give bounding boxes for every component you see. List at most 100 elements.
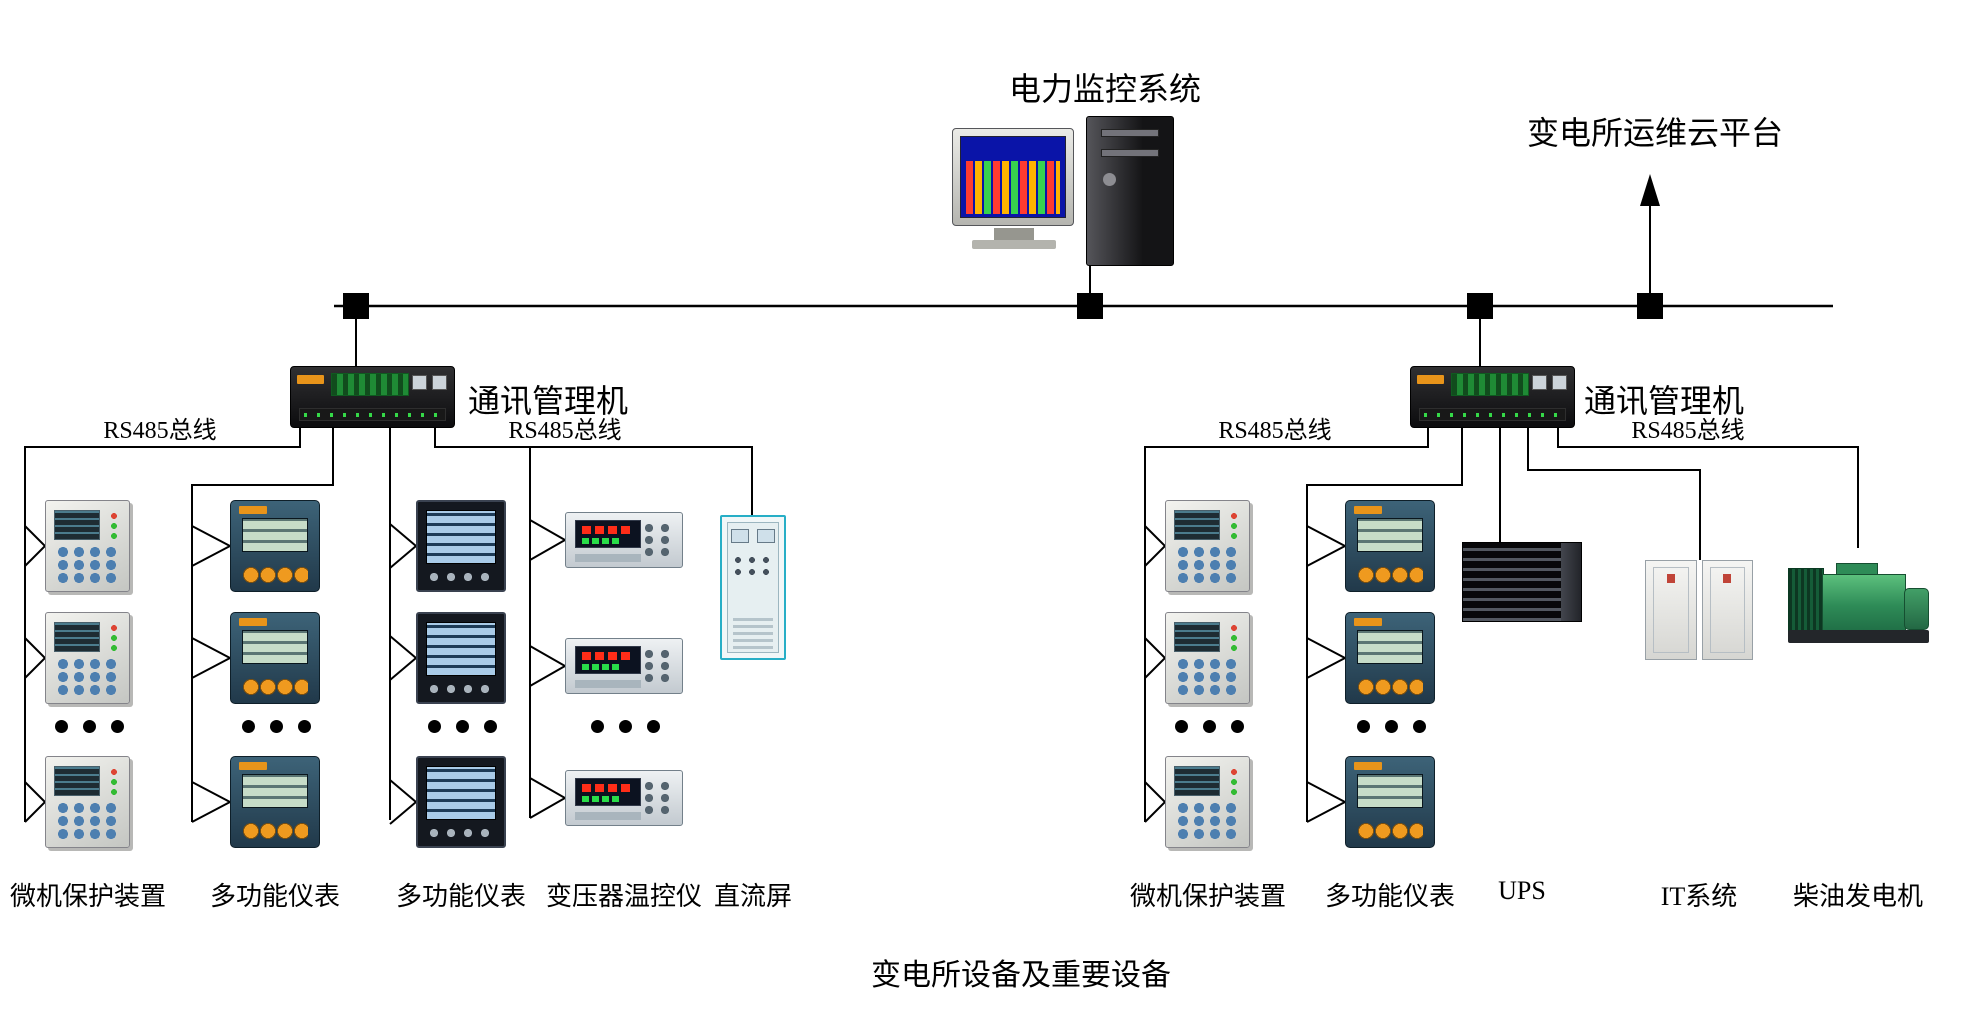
gateway-led-row [1419, 408, 1566, 421]
relay-screen [1174, 510, 1220, 540]
multifunction-meter [416, 500, 506, 592]
temp-red-digits [582, 526, 634, 534]
ellipsis-dots [242, 720, 311, 733]
ellipsis-dots [1357, 720, 1426, 733]
wire-right-generator [1557, 428, 1859, 548]
wire-left-relay-bus [24, 428, 301, 822]
comm-gateway-left [290, 366, 455, 428]
monitor-screen [960, 136, 1066, 218]
meter-brand-logo [1354, 618, 1382, 626]
gateway-pcb [1451, 373, 1529, 396]
transformer-temp-controller [565, 770, 683, 826]
device-label-it-system: IT系统 [1660, 882, 1738, 911]
meter-buttons [1357, 678, 1423, 696]
rs485-bus-label: RS485总线 [1218, 418, 1332, 444]
relay-leds [1226, 622, 1242, 654]
temp-green-digits [582, 796, 620, 802]
temp-green-digits [582, 538, 620, 544]
diesel-generator [1786, 548, 1931, 643]
relay-keypad [56, 545, 122, 583]
relay-screen [54, 622, 100, 652]
temp-label-strip [575, 680, 641, 688]
device-label-protection-relay-left: 微机保护装置 [9, 882, 166, 911]
protection-relay [45, 500, 130, 592]
temp-display [575, 778, 641, 806]
meter-lcd [1357, 630, 1423, 664]
meter-buttons [1357, 822, 1423, 840]
device-label-protection-relay-right: 微机保护装置 [1129, 882, 1286, 911]
bottom-caption: 变电所设备及重要设备 [871, 959, 1171, 992]
transformer-temp-controller [565, 512, 683, 568]
gateway-left-label: 通讯管理机 [468, 383, 629, 419]
ellipsis-dots [1175, 720, 1244, 733]
relay-leds [106, 766, 122, 798]
relay-keypad [56, 801, 122, 839]
relay-screen [54, 766, 100, 796]
wire-left-dcpanel [434, 428, 753, 515]
tower-drive-slot [1101, 129, 1159, 137]
meter-buttons [428, 827, 494, 840]
cabinet-badge [1666, 574, 1675, 583]
gateway-led-row [299, 408, 446, 421]
protection-relay [1165, 612, 1250, 704]
protection-relay [1165, 756, 1250, 848]
temp-green-digits [582, 664, 620, 670]
meter-lcd [242, 630, 308, 664]
monitor-base [972, 240, 1056, 249]
gateway-right-label: 通讯管理机 [1584, 383, 1745, 419]
bus-node-computer [1077, 293, 1103, 319]
multifunction-meter [1345, 612, 1435, 704]
temp-red-digits [582, 784, 634, 792]
wire-left-meterA-bus [191, 428, 334, 822]
meter-brand-logo [1354, 762, 1382, 770]
meter-buttons [1357, 566, 1423, 584]
device-label-diesel-generator: 柴油发电机 [1792, 882, 1923, 911]
gateway-pcb [331, 373, 409, 396]
temp-red-digits [582, 652, 634, 660]
multifunction-meter [230, 612, 320, 704]
multifunction-meter [230, 500, 320, 592]
panel-meter [757, 529, 775, 543]
temp-buttons [643, 780, 675, 816]
multifunction-meter [1345, 500, 1435, 592]
meter-lcd [426, 510, 496, 564]
relay-leds [106, 510, 122, 542]
cabinet-door [1709, 567, 1745, 653]
multifunction-meter [416, 756, 506, 848]
bus-node-right [1467, 293, 1493, 319]
ellipsis-dots [591, 720, 660, 733]
generator-alternator [1904, 588, 1929, 630]
wire-right-relay-bus [1144, 428, 1429, 822]
device-label-ups: UPS [1498, 876, 1546, 905]
cabinet-badge [1723, 574, 1732, 583]
meter-buttons [428, 571, 494, 584]
monitor-icon [952, 128, 1074, 226]
temp-label-strip [575, 812, 641, 820]
relay-screen [54, 510, 100, 540]
meter-lcd [242, 518, 308, 552]
temp-display [575, 646, 641, 674]
computer-tower-icon [1086, 116, 1174, 266]
protection-relay [1165, 500, 1250, 592]
meter-brand-logo [239, 618, 267, 626]
relay-screen [1174, 766, 1220, 796]
meter-lcd [1357, 774, 1423, 808]
generator-base-frame [1788, 630, 1929, 643]
rs485-bus-label: RS485总线 [1631, 418, 1745, 444]
protection-relay [45, 612, 130, 704]
meter-lcd [1357, 518, 1423, 552]
ups-rack [1462, 542, 1582, 622]
generator-radiator [1788, 568, 1824, 632]
meter-lcd [426, 622, 496, 676]
relay-keypad [1176, 545, 1242, 583]
transformer-temp-controller [565, 638, 683, 694]
relay-keypad [1176, 657, 1242, 695]
ellipsis-dots [55, 720, 124, 733]
cloud-platform-label: 变电所运维云平台 [1526, 115, 1783, 151]
temp-buttons [643, 648, 675, 684]
gateway-ethernet-ports [1532, 375, 1567, 390]
meter-buttons [428, 683, 494, 696]
protection-relay [45, 756, 130, 848]
cabinet-door [1653, 567, 1689, 653]
